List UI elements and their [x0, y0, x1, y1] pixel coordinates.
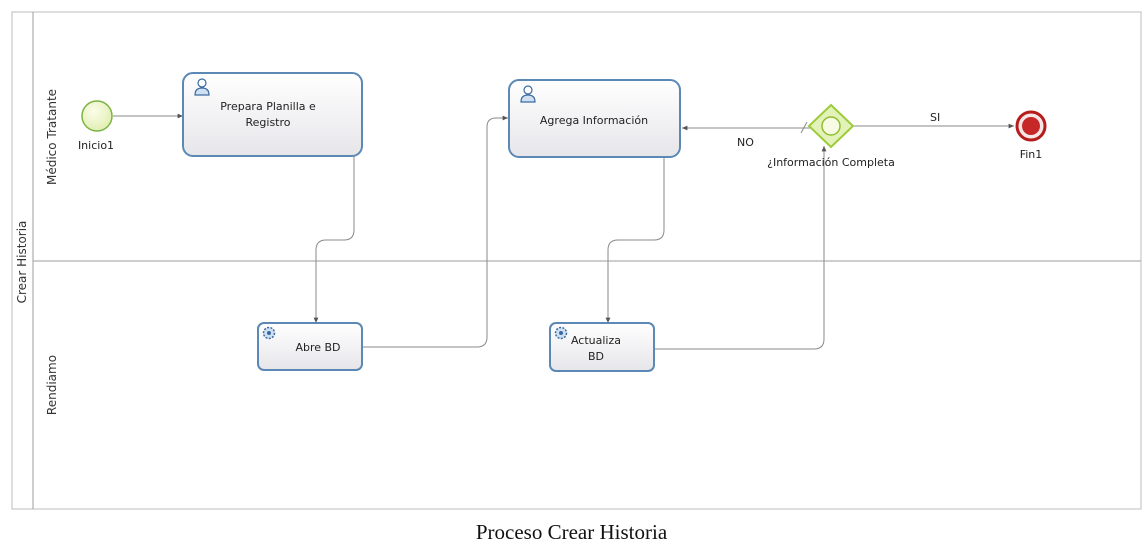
gateway-informacion-completa[interactable]: [807, 103, 855, 149]
flow-label-si: SI: [930, 111, 940, 124]
flow-actualiza-to-gateway[interactable]: [655, 146, 827, 350]
task-abre-label: Abre BD: [295, 341, 340, 354]
end-event-label: Fin1: [1020, 148, 1043, 161]
task-abre-bd[interactable]: Abre BD: [257, 322, 363, 371]
service-gear-icon: [262, 326, 276, 340]
task-actualiza-label-1: Actualiza: [571, 334, 621, 347]
lane-label-medico: Médico Tratante: [45, 89, 59, 185]
gateway-label: ¿Información Completa: [767, 156, 895, 169]
flow-label-no: NO: [737, 136, 754, 149]
task-prepara-label-1: Prepara Planilla e: [220, 100, 316, 113]
flow-agrega-to-actualiza[interactable]: [605, 157, 665, 323]
service-gear-icon: [554, 326, 568, 340]
task-actualiza-bd[interactable]: Actualiza BD: [549, 322, 655, 372]
end-event[interactable]: [1015, 110, 1047, 142]
start-event-label: Inicio1: [78, 139, 114, 152]
user-icon: [520, 85, 536, 103]
task-prepara-planilla[interactable]: Prepara Planilla e Registro: [182, 72, 363, 157]
default-flow-slash: [800, 121, 808, 134]
lane-label-rendiamo: Rendiamo: [45, 355, 59, 415]
flow-prepara-to-abre[interactable]: [313, 156, 355, 323]
pool-label: Crear Historia: [15, 221, 29, 304]
diagram-caption: Proceso Crear Historia: [475, 520, 668, 544]
start-event[interactable]: [81, 100, 113, 132]
user-icon: [194, 78, 210, 96]
flow-abre-to-agrega[interactable]: [363, 115, 508, 348]
task-agrega-informacion[interactable]: Agrega Información: [508, 79, 681, 158]
task-prepara-label-2: Registro: [245, 116, 290, 129]
task-agrega-label: Agrega Información: [540, 114, 648, 127]
task-actualiza-label-2: BD: [588, 350, 604, 363]
